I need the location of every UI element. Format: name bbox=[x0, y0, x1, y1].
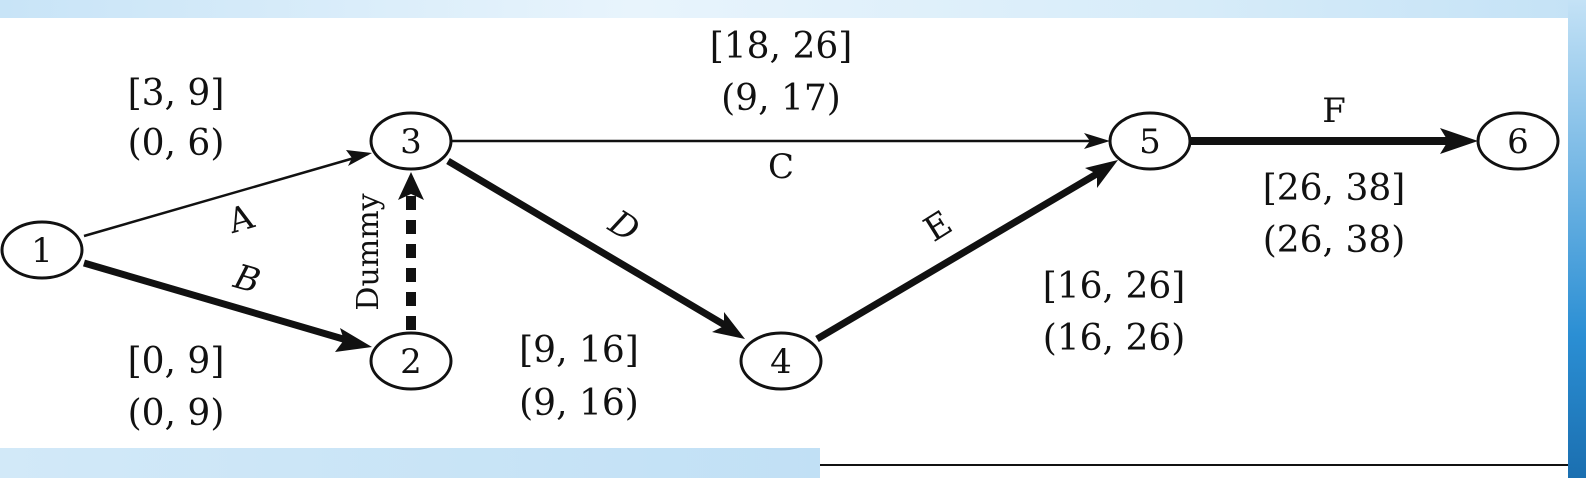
edge-e-arrowhead bbox=[1085, 160, 1118, 188]
node-5-label: 5 bbox=[1139, 122, 1161, 162]
edge-a-arrowhead bbox=[346, 150, 372, 166]
node-5: 5 bbox=[1108, 111, 1192, 171]
activity-b-es-ef: [0, 9] bbox=[128, 341, 225, 382]
node-4-label: 4 bbox=[770, 342, 792, 382]
activity-c-es-ef: [18, 26] bbox=[710, 26, 853, 67]
activity-f-ls-lf: (26, 38) bbox=[1263, 220, 1406, 261]
activity-d-ls-lf: (9, 16) bbox=[519, 383, 639, 424]
edge-d-arrowhead bbox=[712, 312, 745, 339]
slide-band-top bbox=[0, 0, 1586, 18]
activity-f-label: F bbox=[1322, 91, 1346, 131]
node-2-label: 2 bbox=[400, 342, 422, 382]
activity-b-label: B bbox=[229, 256, 265, 302]
activity-dummy-label: Dummy bbox=[351, 193, 386, 310]
slide-band-bottom bbox=[0, 448, 820, 478]
activity-b-ls-lf: (0, 9) bbox=[128, 393, 225, 434]
activity-f-es-ef: [26, 38] bbox=[1263, 168, 1406, 209]
activity-c-ls-lf: (9, 17) bbox=[721, 78, 841, 119]
node-2: 2 bbox=[369, 331, 453, 391]
footer-rule bbox=[820, 464, 1568, 466]
edge-a bbox=[83, 152, 369, 238]
node-4: 4 bbox=[739, 331, 823, 391]
slide-band-right bbox=[1568, 0, 1586, 478]
edge-b bbox=[83, 259, 351, 345]
activity-c-label: C bbox=[768, 147, 794, 187]
edge-b-arrowhead bbox=[335, 328, 372, 352]
node-1-label: 1 bbox=[31, 231, 53, 271]
activity-a-label: A bbox=[223, 197, 259, 243]
edge-d bbox=[446, 157, 730, 331]
activity-d-label: D bbox=[601, 202, 646, 251]
edge-dummy-arrowhead bbox=[398, 172, 424, 200]
node-1: 1 bbox=[0, 220, 84, 280]
edge-e bbox=[815, 168, 1102, 343]
node-6: 6 bbox=[1476, 111, 1560, 171]
activity-e-ls-lf: (16, 26) bbox=[1043, 318, 1186, 359]
activity-e-es-ef: [16, 26] bbox=[1043, 266, 1186, 307]
activity-e-label: E bbox=[917, 203, 959, 250]
activity-a-ls-lf: (0, 6) bbox=[128, 123, 225, 164]
node-3: 3 bbox=[369, 111, 453, 171]
edge-c-arrowhead bbox=[1084, 133, 1110, 149]
edge-f-arrowhead bbox=[1440, 128, 1478, 154]
activity-a-es-ef: [3, 9] bbox=[128, 73, 225, 114]
node-6-label: 6 bbox=[1507, 122, 1529, 162]
node-3-label: 3 bbox=[400, 122, 422, 162]
activity-d-es-ef: [9, 16] bbox=[519, 330, 639, 371]
